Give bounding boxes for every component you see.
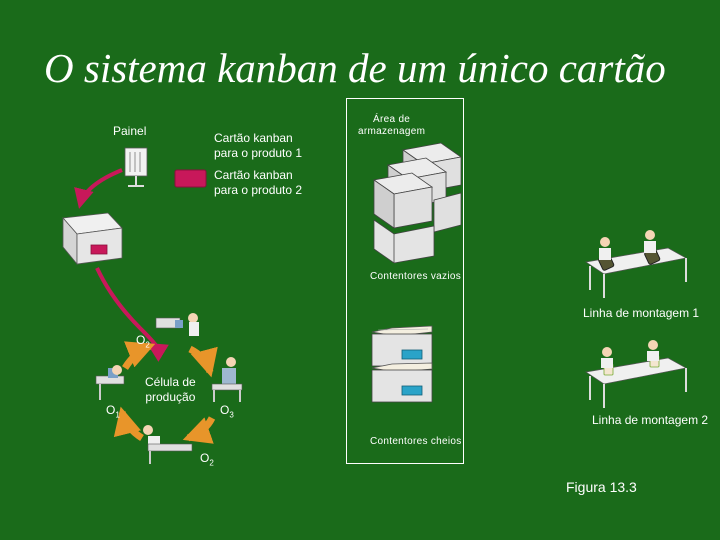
worker-o2-bottom-icon	[143, 425, 193, 464]
empty-containers-stack-icon	[372, 142, 463, 264]
production-cell-label-line2: produção	[145, 390, 196, 404]
operation-o3-letter: O	[220, 403, 230, 417]
assembly-line-2-icon	[585, 340, 688, 408]
empty-containers-label: Contentores vazios	[370, 271, 462, 282]
card-product-2-label: Cartão kanban para o produto 2	[214, 168, 302, 198]
full-containers-label: Contentores cheios	[370, 436, 462, 447]
assembly-line-2-label: Linha de montagem 2	[592, 413, 709, 427]
card-product-1-label-line2: para o produto 1	[214, 146, 303, 160]
operation-o3-sub: 3	[229, 410, 234, 420]
operation-o2-top-letter: O	[136, 333, 146, 347]
slide-title: O sistema kanban de um único cartão	[44, 45, 666, 91]
operation-o2-bottom-letter: O	[200, 451, 210, 465]
operation-o2-bottom-sub: 2	[209, 458, 214, 468]
assembly-line-1-label: Linha de montagem 1	[583, 306, 700, 320]
operation-o2-top-sub: 2	[145, 340, 150, 350]
kanban-card-product-2-icon	[174, 169, 207, 188]
arrow-panel-to-box	[74, 168, 123, 209]
production-cycle-arrows	[113, 341, 218, 444]
operation-o2-bottom-label: O2	[200, 451, 214, 470]
storage-area-frame	[346, 98, 464, 464]
card-product-1-label-line1: Cartão kanban	[214, 131, 293, 145]
worker-o3-icon	[211, 357, 243, 402]
operation-o2-top-label: O2	[136, 333, 150, 352]
operation-o3-label: O3	[220, 403, 234, 422]
operation-o1-letter: O	[106, 403, 116, 417]
full-containers-stack-icon	[371, 325, 433, 403]
storage-area-label: Área de armazenagem	[358, 114, 425, 138]
card-product-2-label-line1: Cartão kanban	[214, 168, 293, 182]
worker-o2-top-icon	[155, 313, 199, 336]
storage-area-label-line1: Área de	[373, 114, 411, 125]
container-with-card-icon	[62, 212, 123, 266]
operation-o1-label: O1	[106, 403, 120, 422]
operation-o1-sub: 1	[115, 410, 120, 420]
assembly-line-1-icon	[585, 230, 688, 298]
card-product-1-label: Cartão kanban para o produto 1	[214, 131, 302, 161]
storage-area-label-line2: armazenagem	[358, 126, 426, 137]
worker-o1-icon	[95, 365, 125, 400]
arrow-box-to-cell	[95, 267, 169, 362]
production-cell-label: Célula de produção	[145, 375, 196, 405]
kanban-board-icon	[124, 147, 148, 187]
panel-label: Painel	[113, 124, 147, 138]
figure-caption: Figura 13.3	[566, 479, 637, 495]
production-cell-label-line1: Célula de	[145, 375, 196, 389]
card-product-2-label-line2: para o produto 2	[214, 183, 303, 197]
